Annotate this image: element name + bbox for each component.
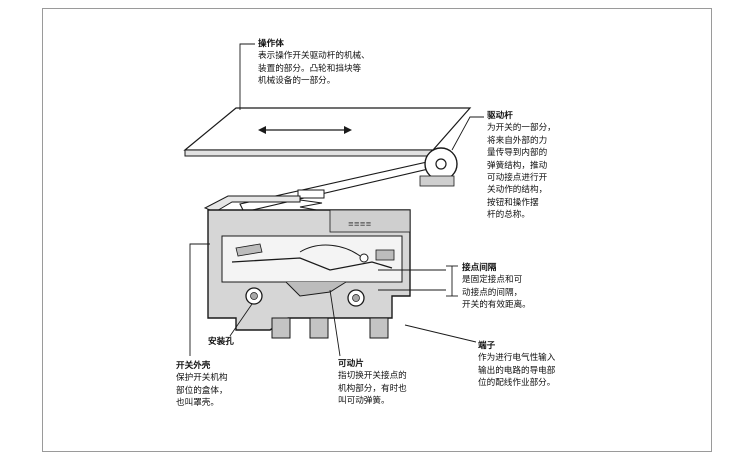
label-terminal: 端子 作为进行电气性输入 输出的电路的导电部 位的配线作业部分。 — [478, 341, 556, 389]
label-mounting-hole: 安装孔 — [208, 337, 234, 347]
label-movable-spring: 可动片 指切换开关接点的 机构部分，有时也 叫可动弹簧。 — [338, 359, 407, 407]
label-contact-gap: 接点间隔 是固定接点和可 动接点的间隔， 开关的有效距离。 — [462, 263, 531, 311]
switch-housing-body: ≡≡≡≡ — [203, 195, 411, 339]
label-housing: 开关外壳 保护开关机构 部位的盒体， 也叫罩壳。 — [176, 361, 228, 409]
svg-text:≡≡≡≡: ≡≡≡≡ — [348, 220, 372, 228]
operator-plate — [183, 107, 472, 157]
leader-lines — [189, 43, 484, 357]
label-operator: 操作体 表示操作开关驱动杆的机械、 装置的部分。凸轮和挡块等 机械设备的一部分。 — [258, 39, 370, 87]
label-actuator: 驱动杆 为开关的一部分， 将来自外部的力 量传导到内部的 弹簧结构，推动 可动接… — [487, 111, 556, 221]
